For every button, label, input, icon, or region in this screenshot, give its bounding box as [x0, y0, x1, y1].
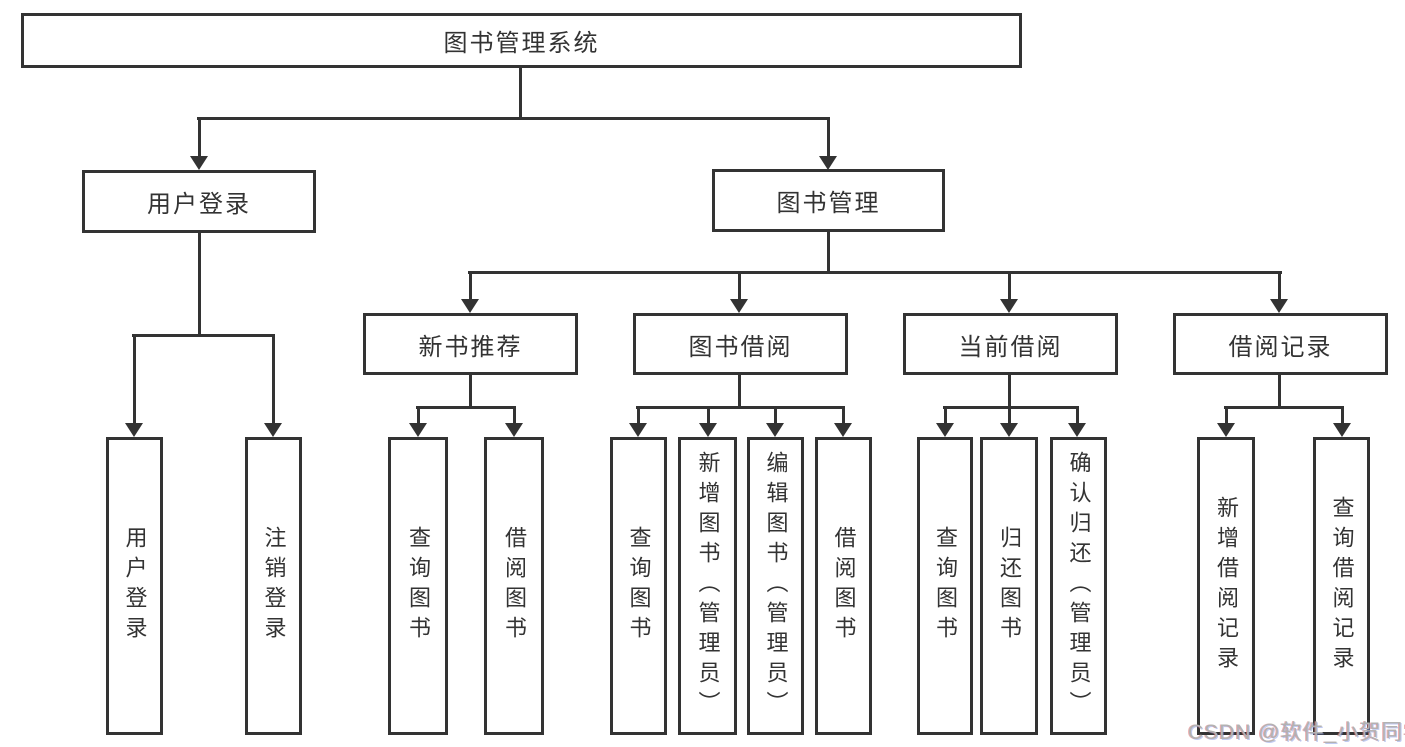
connector-drop-new-rec [469, 271, 472, 300]
connector-records-rail [1224, 406, 1344, 409]
connector-newrec-rail [416, 406, 516, 409]
connector-drop-return [1008, 406, 1011, 424]
connector-drop-borrow1 [513, 406, 516, 424]
leaf-edit-book-admin: 编辑图书（管理员） [747, 437, 804, 735]
arrowhead-leaf-logout [264, 423, 282, 437]
connector-drop-borrow2 [842, 406, 845, 424]
connector-current-rail [943, 406, 1079, 409]
connector-borrowing-rail [636, 406, 845, 409]
leaf-query-books-1-label: 查询图书 [406, 526, 431, 646]
leaf-query-borrow-record: 查询借阅记录 [1313, 437, 1370, 735]
leaf-query-books-3: 查询图书 [917, 437, 973, 735]
node-root: 图书管理系统 [21, 13, 1022, 68]
arrowhead-current [1000, 299, 1018, 313]
arrowhead-user-login [190, 156, 208, 170]
leaf-query-books-3-label: 查询图书 [933, 526, 958, 646]
connector-root-stem [519, 68, 522, 117]
connector-records-stem [1278, 375, 1281, 406]
leaf-borrow-books-1-label: 借阅图书 [502, 526, 527, 646]
arrowhead-query1 [409, 423, 427, 437]
connector-root-drop-left [198, 117, 201, 157]
arrowhead-new-rec [461, 299, 479, 313]
node-user-login: 用户登录 [82, 170, 316, 233]
leaf-confirm-return-admin-label: 确认归还（管理员） [1066, 451, 1092, 721]
connector-current-stem [1008, 375, 1011, 406]
arrowhead-borrowing [730, 299, 748, 313]
leaf-query-books-2-label: 查询图书 [626, 526, 652, 646]
arrowhead-records [1270, 299, 1288, 313]
connector-drop-leaf-login [133, 334, 136, 424]
node-book-management: 图书管理 [712, 169, 945, 232]
leaf-borrow-books-2: 借阅图书 [815, 437, 872, 735]
leaf-return-books-label: 归还图书 [997, 526, 1022, 646]
connector-drop-borrowing [738, 271, 741, 300]
node-borrowing-records-label: 借阅记录 [1228, 333, 1333, 361]
watermark: CSDN @软件_小贺同学 [1188, 721, 1405, 744]
connector-drop-addbook [707, 406, 710, 424]
arrowhead-addbook [699, 423, 717, 437]
arrowhead-addrecord [1217, 423, 1235, 437]
leaf-logout-login-label: 注销登录 [261, 526, 287, 646]
arrowhead-return [1000, 423, 1018, 437]
leaf-logout-login: 注销登录 [245, 437, 302, 735]
connector-drop-query3 [944, 406, 947, 424]
arrowhead-editbook [766, 423, 784, 437]
arrowhead-book-management [819, 156, 837, 170]
leaf-add-book-admin-label: 新增图书（管理员） [695, 451, 721, 721]
connector-drop-confirm [1076, 406, 1079, 424]
leaf-confirm-return-admin: 确认归还（管理员） [1050, 437, 1107, 735]
node-book-borrowing: 图书借阅 [633, 313, 848, 375]
arrowhead-confirm [1068, 423, 1086, 437]
connector-newrec-stem [469, 375, 472, 406]
node-new-book-recommend-label: 新书推荐 [418, 333, 523, 361]
node-root-label: 图书管理系统 [443, 30, 600, 57]
node-current-borrowing-label: 当前借阅 [958, 333, 1063, 361]
connector-root-drop-right [827, 117, 830, 157]
connector-bookmgmt-stem [827, 232, 830, 271]
connector-userlogin-rail [132, 334, 275, 337]
leaf-borrow-books-1: 借阅图书 [484, 437, 544, 735]
connector-borrowing-stem [738, 375, 741, 406]
leaf-add-borrow-record-label: 新增借阅记录 [1214, 496, 1239, 676]
connector-root-rail [197, 117, 830, 120]
arrowhead-queryrecord [1333, 423, 1351, 437]
connector-bookmgmt-rail [468, 271, 1282, 274]
leaf-user-login-label: 用户登录 [122, 526, 148, 646]
connector-drop-query2 [637, 406, 640, 424]
arrowhead-query3 [936, 423, 954, 437]
node-borrowing-records: 借阅记录 [1173, 313, 1388, 375]
connector-drop-addrecord [1225, 406, 1228, 424]
leaf-add-borrow-record: 新增借阅记录 [1197, 437, 1255, 735]
connector-drop-records [1278, 271, 1281, 300]
arrowhead-leaf-login [125, 423, 143, 437]
connector-userlogin-stem [198, 233, 201, 334]
arrowhead-borrow2 [834, 423, 852, 437]
leaf-query-borrow-record-label: 查询借阅记录 [1329, 496, 1355, 676]
leaf-user-login: 用户登录 [106, 437, 163, 735]
node-new-book-recommend: 新书推荐 [363, 313, 578, 375]
node-user-login-label: 用户登录 [147, 191, 251, 218]
connector-drop-queryrecord [1341, 406, 1344, 424]
connector-drop-leaf-logout [272, 334, 275, 424]
node-book-management-label: 图书管理 [776, 190, 881, 217]
leaf-query-books-1: 查询图书 [388, 437, 448, 735]
arrowhead-borrow1 [505, 423, 523, 437]
leaf-add-book-admin: 新增图书（管理员） [678, 437, 737, 735]
leaf-edit-book-admin-label: 编辑图书（管理员） [763, 451, 789, 721]
node-book-borrowing-label: 图书借阅 [688, 333, 793, 361]
connector-drop-current [1008, 271, 1011, 300]
connector-drop-query1 [417, 406, 420, 424]
connector-drop-editbook [774, 406, 777, 424]
arrowhead-query2 [629, 423, 647, 437]
leaf-borrow-books-2-label: 借阅图书 [831, 526, 857, 646]
node-current-borrowing: 当前借阅 [903, 313, 1118, 375]
leaf-return-books: 归还图书 [980, 437, 1038, 735]
leaf-query-books-2: 查询图书 [610, 437, 667, 735]
